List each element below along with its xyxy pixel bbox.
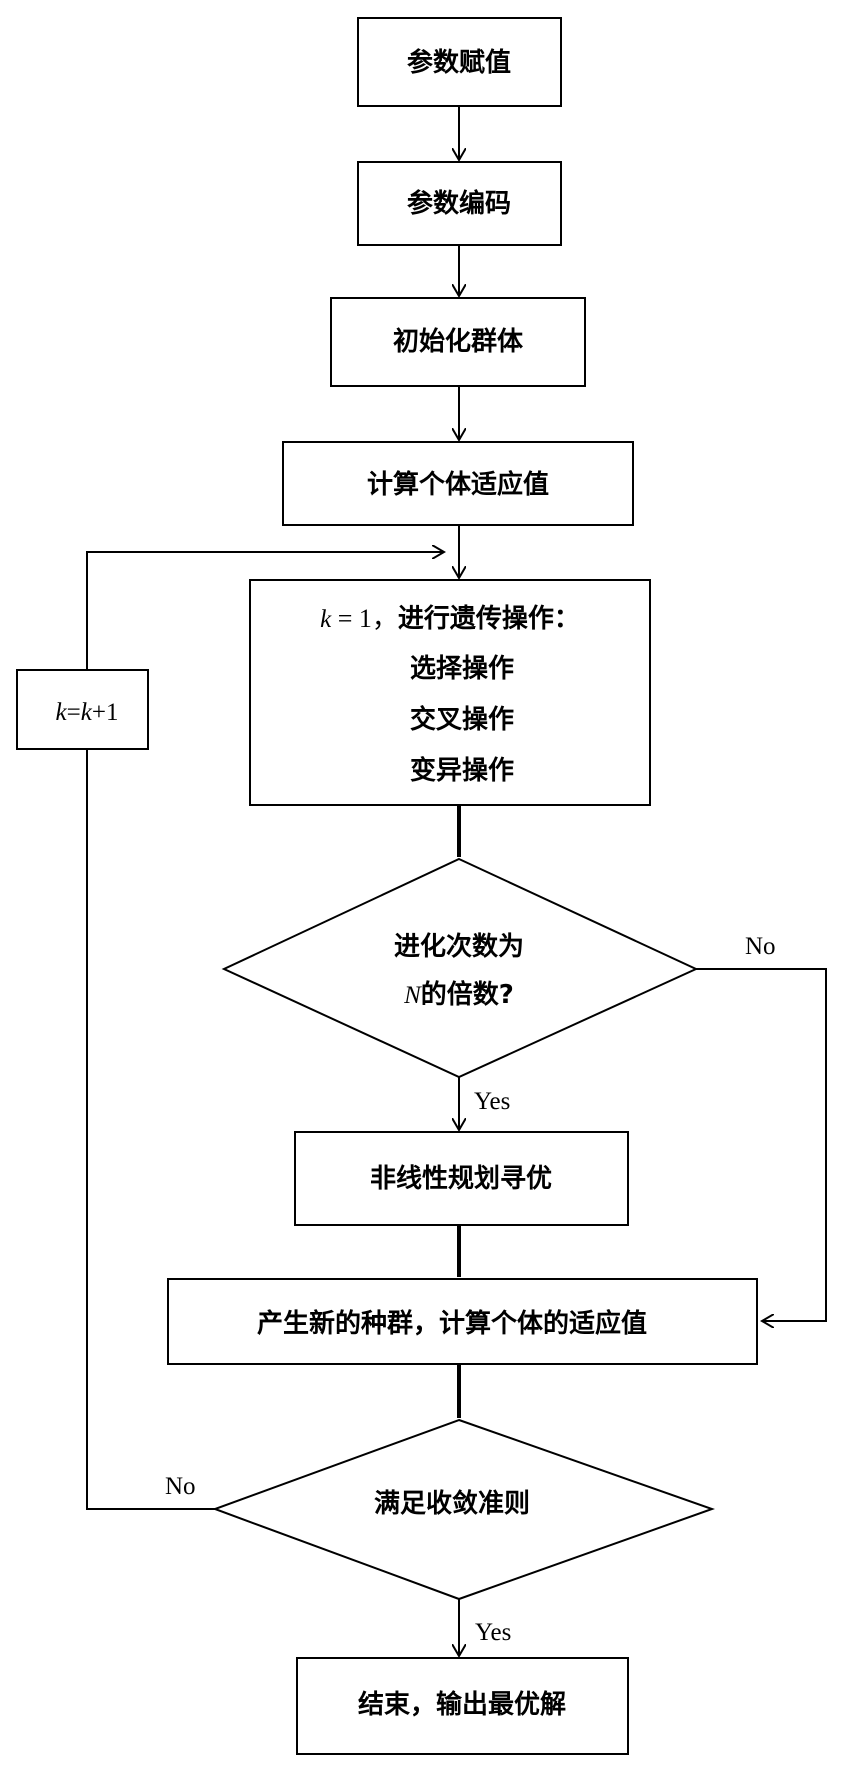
genetic-op-select: 选择操作	[410, 654, 514, 684]
genetic-box	[249, 579, 651, 806]
assign-label: 参数赋值	[407, 47, 511, 78]
increment-box	[16, 669, 149, 750]
edge-converge-no-lower	[86, 749, 215, 1510]
generation-decision-diamond	[221, 857, 699, 1079]
label-converge-yes: Yes	[475, 1619, 511, 1646]
genetic-k-var: k	[320, 606, 332, 633]
new-population-box	[167, 1278, 758, 1365]
genetic-title-text: 进行遗传操作：	[398, 603, 580, 634]
nonlinear-label: 非线性规划寻优	[370, 1164, 552, 1194]
increment-k1: k	[56, 699, 68, 726]
converge-decision-label: 满足收敛准则	[374, 1488, 530, 1519]
increment-label: k=k+1	[56, 699, 119, 726]
generation-decision-line1: 进化次数为	[394, 932, 524, 962]
nonlinear-box	[294, 1131, 629, 1226]
genetic-op-crossover: 交叉操作	[410, 704, 514, 735]
label-generation-yes: Yes	[474, 1088, 510, 1115]
init-label: 初始化群体	[393, 327, 524, 357]
generation-line2-text: 的倍数?	[421, 979, 514, 1010]
label-converge-no: No	[165, 1473, 196, 1500]
edge-converge-no-upper	[86, 552, 444, 669]
genetic-title: k = 1，进行遗传操作：	[320, 603, 580, 634]
fitness-label: 计算个体适应值	[367, 469, 549, 500]
init-box	[330, 297, 586, 387]
genetic-k-eq: = 1，	[331, 604, 398, 633]
edge-generation-no	[696, 968, 827, 1321]
assign-box	[357, 17, 562, 107]
generation-n-var: N	[403, 982, 422, 1009]
increment-plus: +1	[92, 699, 119, 726]
increment-eq: =	[67, 699, 81, 726]
new-population-label: 产生新的种群，计算个体的适应值	[257, 1308, 647, 1339]
generation-decision-line2: N的倍数?	[403, 979, 514, 1010]
encode-box	[357, 161, 562, 246]
increment-k2: k	[81, 699, 93, 726]
label-generation-no: No	[745, 933, 776, 960]
end-label: 结束，输出最优解	[358, 1689, 566, 1720]
encode-label: 参数编码	[407, 188, 511, 219]
genetic-op-mutation: 变异操作	[410, 755, 514, 786]
end-box	[296, 1657, 629, 1755]
